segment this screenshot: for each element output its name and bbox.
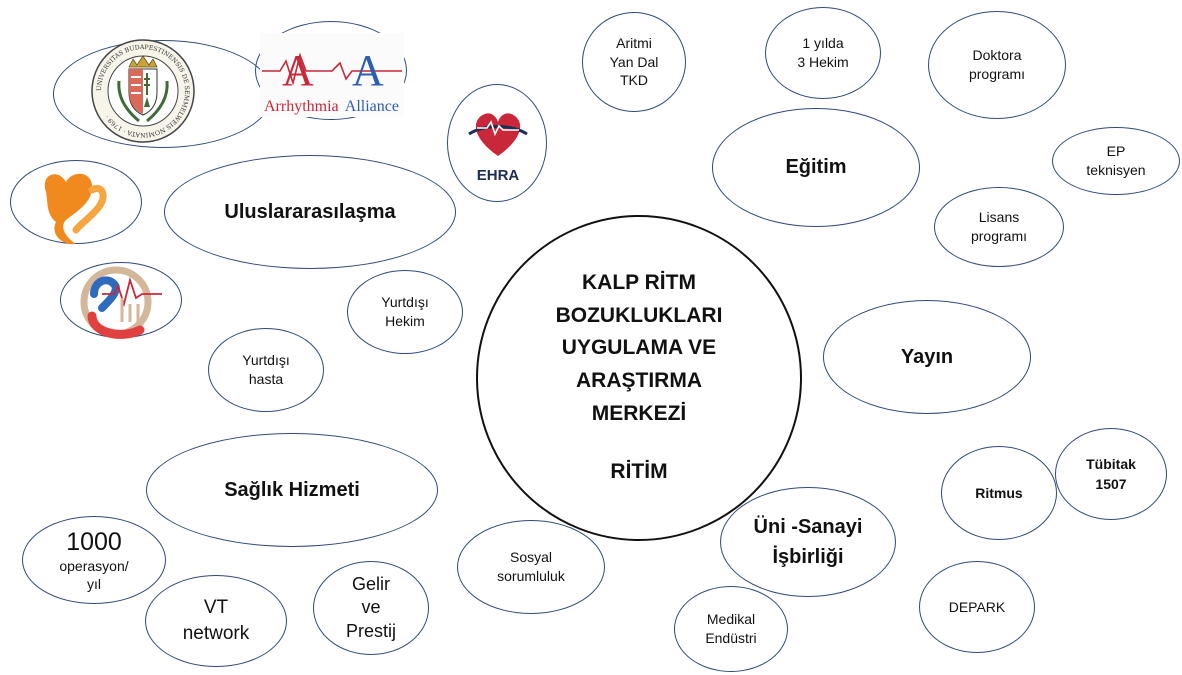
- cm-rhythm-logo: [80, 266, 162, 339]
- node-sosyal: Sosyal sorumluluk: [457, 520, 605, 614]
- node-ritmus: Ritmus: [941, 446, 1057, 540]
- node-medikal-line-2: Endüstri: [705, 630, 757, 646]
- node-lisans-line-2: programı: [970, 228, 1028, 244]
- center-line-1: KALP RİTM: [582, 271, 696, 295]
- node-gelir-line-3: Prestij: [345, 620, 396, 641]
- node-operasyon: 1000 operasyon/ yıl: [22, 516, 166, 604]
- node-vt-network: VT network: [145, 575, 287, 667]
- node-ep-line-2: teknisyen: [1086, 162, 1146, 178]
- ehra-logo-ring: [447, 84, 547, 202]
- node-medikal: Medikal Endüstri: [674, 586, 788, 672]
- node-hekim-line-2: 3 Hekim: [797, 54, 849, 70]
- node-operasyon-line-2: operasyon/: [59, 558, 129, 575]
- node-gelir: Gelir ve Prestij: [313, 561, 429, 655]
- node-sosyal-line-2: sorumluluk: [497, 568, 565, 584]
- node-vt-line-1: VT: [203, 597, 229, 619]
- heart-icon: [475, 113, 521, 156]
- theme-publication-label: Yayın: [900, 345, 954, 368]
- aa-word-alliance: Alliance: [345, 98, 399, 115]
- theme-health-service: Sağlık Hizmeti: [146, 433, 438, 547]
- ehra-text: EHRA: [477, 167, 520, 184]
- node-aritmi-line-3: TKD: [620, 72, 648, 89]
- node-aritmi-line-2: Yan Dal: [609, 53, 659, 70]
- center-line-2: BOZUKLUKLARI: [555, 303, 723, 327]
- node-hekim-line-1: 1 yılda: [802, 35, 844, 52]
- svg-text:Arrhythmia Alliance: Arrhythmia Alliance: [264, 98, 399, 115]
- center-line-5: MERKEZİ: [591, 401, 687, 425]
- theme-uni-industry-line-2: İşbirliği: [772, 546, 844, 568]
- center-short-name: RİTİM: [610, 460, 668, 484]
- arrhythmia-alliance-mark: A A Arrhythmia Alliance: [262, 46, 402, 115]
- node-depark: DEPARK: [919, 561, 1035, 653]
- node-tubitak-line-1: Tübitak: [1086, 455, 1136, 472]
- node-ep: EP teknisyen: [1052, 127, 1180, 195]
- aa-letter-left: A: [282, 46, 314, 95]
- node-medikal-line-1: Medikal: [706, 611, 756, 628]
- node-doktora-line-1: Doktora: [972, 47, 1022, 64]
- node-tubitak-line-2: 1507: [1095, 476, 1127, 492]
- semmelweis-seal-logo: UNIVERSITAS BUDAPESTINENSIS DE SEMMELWEI…: [91, 39, 195, 143]
- center-node: KALP RİTM BOZUKLUKLARI UYGULAMA VE ARAŞT…: [476, 215, 802, 541]
- theme-internationalization: Uluslararasılaşma: [164, 155, 456, 269]
- node-yurtdisi-hekim: Yurtdışı Hekim: [347, 270, 463, 354]
- node-tubitak: Tübitak 1507: [1055, 428, 1167, 520]
- center-line-4: ARAŞTIRMA: [576, 369, 702, 392]
- arrhythmia-alliance-logo: A A Arrhythmia Alliance: [260, 33, 404, 117]
- theme-uni-industry: Üni -Sanayi İşbirliği: [720, 487, 896, 597]
- aa-letter-right: A: [352, 46, 384, 95]
- ehra-logo: EHRA: [468, 113, 528, 184]
- node-sosyal-line-1: Sosyal: [509, 549, 553, 566]
- arrhythmia-alliance-ring: [255, 21, 407, 120]
- node-gelir-line-1: Gelir: [351, 573, 390, 594]
- node-aritmi: Aritmi Yan Dal TKD: [582, 12, 686, 112]
- node-yurtdisi-hasta-line-2: hasta: [248, 371, 284, 387]
- node-yurtdisi-hekim-line-1: Yurtdışı: [381, 294, 429, 311]
- node-operasyon-line-3: yıl: [87, 575, 101, 592]
- node-hekim-per-year: 1 yılda 3 Hekim: [765, 7, 881, 99]
- node-doktora-line-2: programı: [968, 66, 1026, 82]
- node-depark-label: DEPARK: [948, 598, 1006, 615]
- node-aritmi-line-1: Aritmi: [616, 34, 652, 51]
- node-lisans-line-1: Lisans: [978, 209, 1020, 226]
- center-line-3: UYGULAMA VE: [561, 336, 717, 360]
- theme-health-service-label: Sağlık Hizmeti: [224, 478, 360, 501]
- node-lisans: Lisans programı: [934, 187, 1064, 267]
- node-ritmus-label: Ritmus: [975, 484, 1023, 501]
- theme-internationalization-label: Uluslararasılaşma: [224, 200, 396, 223]
- theme-education: Eğitim: [712, 108, 920, 227]
- aa-word-arrhythmia: Arrhythmia: [264, 98, 339, 115]
- orange-heart-logo: [44, 173, 107, 245]
- node-operasyon-count: 1000: [66, 527, 122, 556]
- node-vt-line-2: network: [182, 623, 250, 644]
- node-gelir-line-2: ve: [361, 597, 381, 618]
- theme-publication: Yayın: [823, 300, 1031, 414]
- theme-education-label: Eğitim: [785, 156, 847, 178]
- node-yurtdisi-hekim-line-2: Hekim: [385, 313, 425, 329]
- orange-logo-ring: [10, 160, 142, 244]
- node-ep-line-1: EP: [1106, 143, 1126, 160]
- node-yurtdisi-hasta-line-1: Yurtdışı: [242, 352, 290, 369]
- theme-uni-industry-line-1: Üni -Sanayi: [753, 516, 863, 538]
- node-yurtdisi-hasta: Yurtdışı hasta: [208, 328, 324, 412]
- node-doktora: Doktora programı: [928, 11, 1066, 119]
